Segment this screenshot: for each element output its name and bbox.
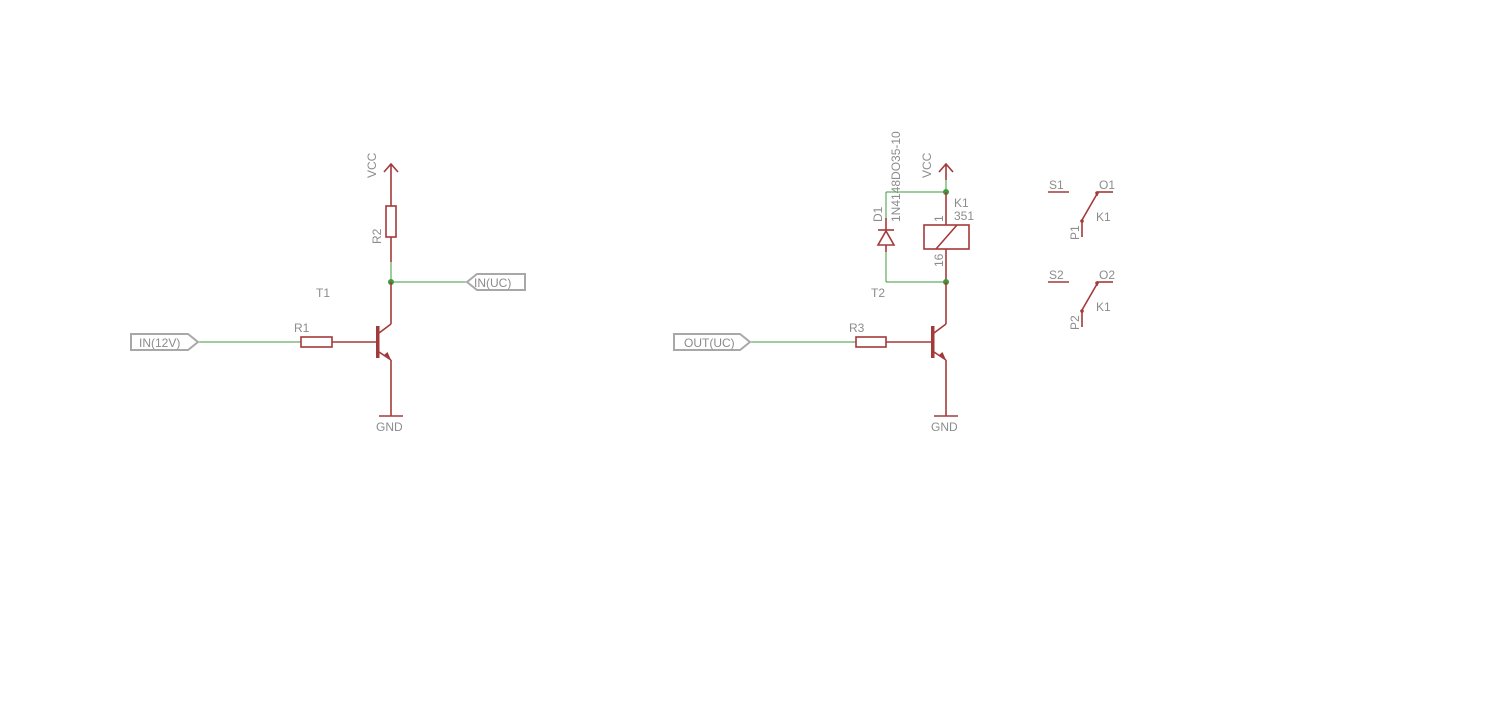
port-in-uc[interactable]: IN(UC)	[465, 273, 526, 291]
port-out-uc-label: OUT(UC)	[684, 336, 735, 350]
d1-label: D1	[871, 206, 885, 222]
o1-label: O1	[1099, 178, 1115, 192]
k1-label: K1	[954, 196, 969, 210]
transistor-t2[interactable]: T2	[871, 282, 947, 416]
input-stage: VCC R2 IN(UC) T1	[130, 152, 526, 434]
t1-label: T1	[316, 286, 330, 300]
relay-contact-1[interactable]: S1 O1 P1 K1	[1048, 178, 1115, 240]
port-in-12v[interactable]: IN(12V)	[130, 333, 200, 351]
vcc-symbol-right[interactable]: VCC	[920, 152, 954, 180]
r1-label: R1	[294, 321, 310, 335]
gnd-label-right: GND	[931, 420, 958, 434]
port-in-uc-label: IN(UC)	[474, 276, 511, 290]
gnd-symbol-left[interactable]: GND	[376, 415, 403, 434]
gnd-label-left: GND	[376, 420, 403, 434]
relay-contact-2[interactable]: S2 O2 P2 K1	[1048, 268, 1115, 330]
k1-pin16-label: 16	[932, 253, 946, 267]
relay-coil-k1[interactable]: K1 351 1 16	[923, 192, 974, 282]
relay-stage: VCC D1 1N4148DO35-10 K1 351 1 16	[673, 131, 974, 434]
p2-label: P2	[1068, 315, 1082, 330]
t2-label: T2	[871, 286, 885, 300]
diode-d1[interactable]: D1 1N4148DO35-10	[871, 131, 903, 252]
o2-label: O2	[1099, 268, 1115, 282]
transistor-t1[interactable]: T1	[316, 282, 392, 416]
s1-label: S1	[1049, 178, 1064, 192]
k1-value-label: 351	[954, 209, 974, 223]
s2-label: S2	[1049, 268, 1064, 282]
p1-label: P1	[1068, 225, 1082, 240]
k1-contact1-label: K1	[1096, 210, 1111, 224]
vcc-label-right: VCC	[920, 152, 934, 178]
port-in-12v-label: IN(12V)	[139, 336, 180, 350]
d1-value-label: 1N4148DO35-10	[889, 131, 903, 222]
resistor-r1[interactable]: R1	[294, 321, 376, 348]
resistor-r2[interactable]: R2	[370, 180, 397, 262]
r2-label: R2	[370, 228, 384, 244]
resistor-r3[interactable]: R3	[849, 321, 931, 348]
k1-contact2-label: K1	[1096, 300, 1111, 314]
vcc-symbol-left[interactable]: VCC	[365, 152, 399, 180]
vcc-label-left: VCC	[365, 152, 379, 178]
port-out-uc[interactable]: OUT(UC)	[673, 333, 752, 351]
r3-label: R3	[849, 321, 865, 335]
gnd-symbol-right[interactable]: GND	[931, 415, 958, 434]
k1-pin1-label: 1	[932, 215, 946, 222]
